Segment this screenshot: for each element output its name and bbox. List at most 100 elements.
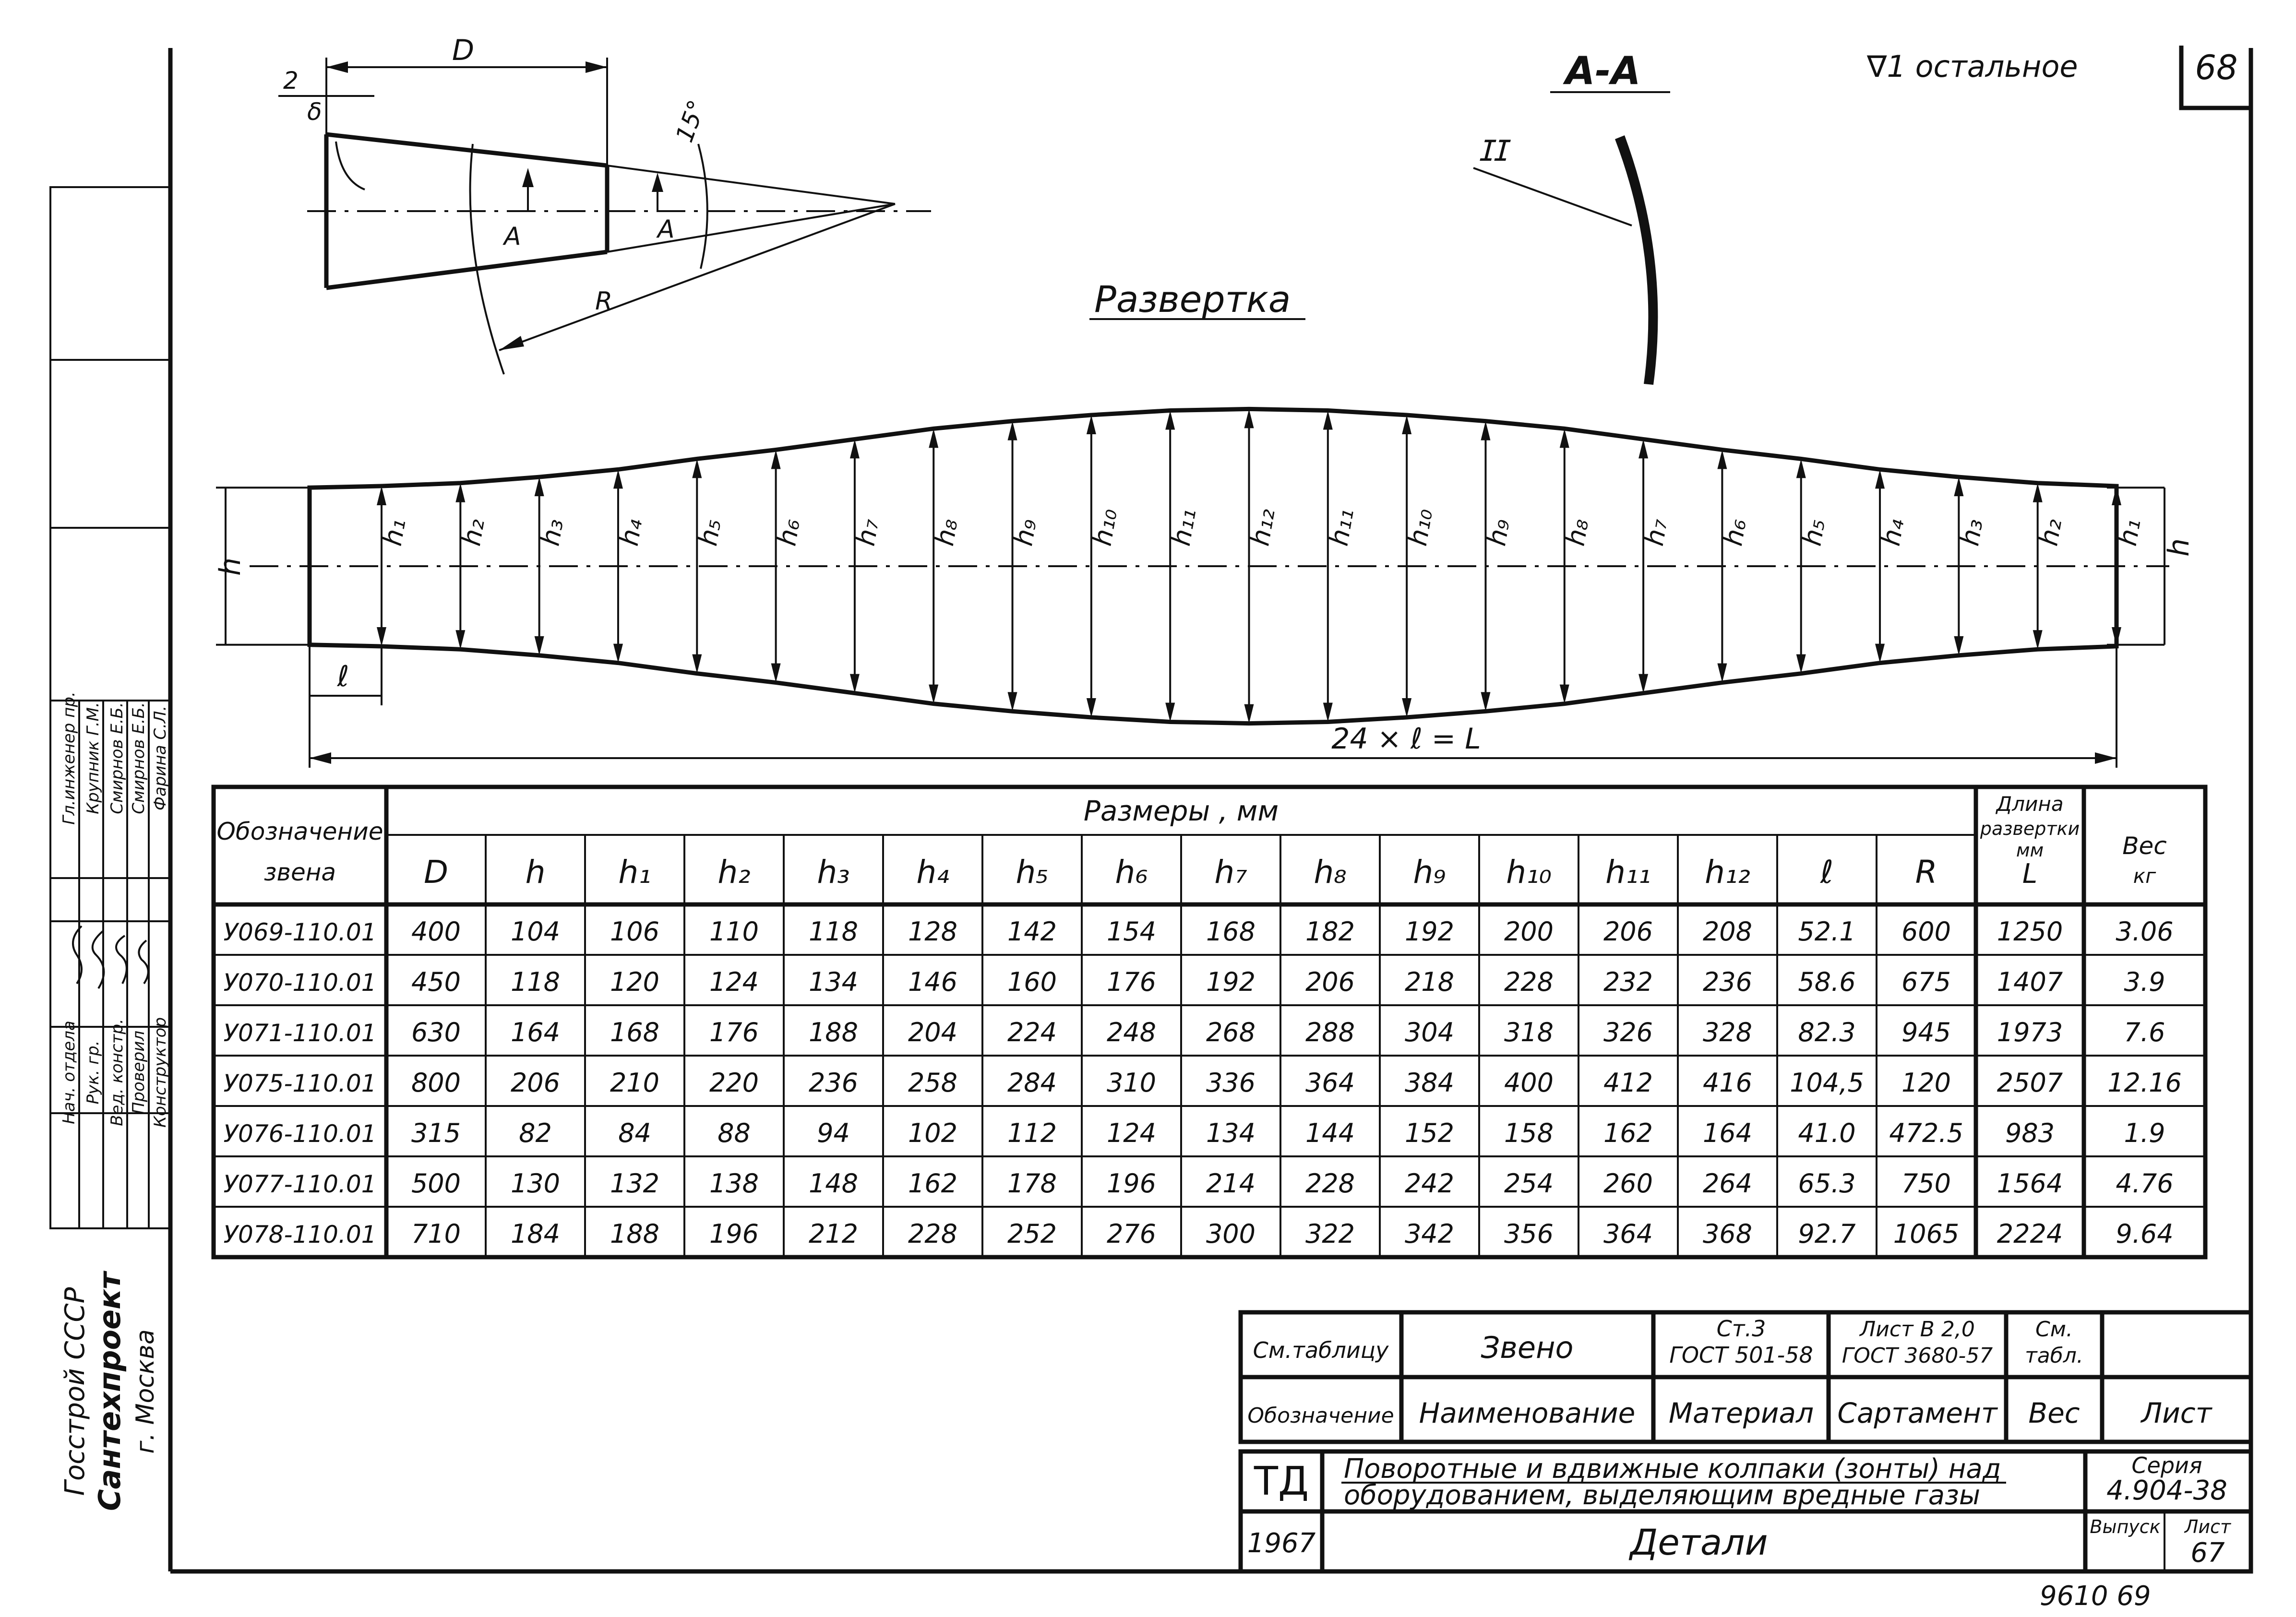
spec-h-material: Материал xyxy=(1669,1397,1814,1429)
table-cell: 368 xyxy=(1703,1219,1752,1249)
h-label: h₁₁ xyxy=(1166,506,1202,548)
table-cell: 130 xyxy=(511,1168,560,1199)
table-cell: 600 xyxy=(1901,916,1951,947)
h-arrow-top xyxy=(534,477,544,497)
table-cell: 412 xyxy=(1603,1068,1653,1098)
table-cell: 176 xyxy=(709,1017,759,1047)
table-cell: 284 xyxy=(1007,1068,1057,1098)
table-cell: 162 xyxy=(1603,1118,1653,1148)
header-dim-cell: h₅ xyxy=(1016,854,1048,891)
h-arrow-bottom xyxy=(849,674,860,693)
h-arrow-bottom xyxy=(1007,692,1017,712)
fillet-detail xyxy=(335,141,365,190)
table-cell: 236 xyxy=(1703,967,1752,997)
table-cell: 328 xyxy=(1703,1017,1752,1047)
table-cell: 206 xyxy=(1603,916,1653,947)
h-arrow-top xyxy=(1481,421,1491,440)
section-arrowhead-1 xyxy=(522,168,534,187)
h-arrow-bottom xyxy=(455,630,466,650)
h-arrow-top xyxy=(2112,486,2121,506)
table-cell: 4.76 xyxy=(2116,1168,2173,1199)
table-cell: 268 xyxy=(1206,1017,1256,1047)
h-arrow-bottom xyxy=(613,643,623,663)
side-stamp: Нач. отдела Рук. гр. Вед. констр. Провер… xyxy=(49,186,171,1511)
table-cell: 322 xyxy=(1305,1219,1355,1249)
table-cell: 1973 xyxy=(1997,1017,2063,1047)
table-cell: 152 xyxy=(1405,1118,1454,1148)
table-cell: 168 xyxy=(610,1017,659,1047)
table-cell: 106 xyxy=(610,916,659,947)
table-cell: 3.9 xyxy=(2124,967,2165,997)
table-cell: 1564 xyxy=(1997,1168,2063,1199)
h-label: h₁ xyxy=(377,516,412,548)
table-cell: 2507 xyxy=(1997,1068,2063,1098)
h-label: h₃ xyxy=(535,516,569,548)
h-label: h₄ xyxy=(614,516,648,548)
org-city: г. Москва xyxy=(131,1329,160,1454)
stamp-header: Гл.инженер пр. xyxy=(60,691,79,825)
h-label: h₈ xyxy=(1560,516,1595,548)
table-cell: 248 xyxy=(1107,1017,1156,1047)
h-arrow-top xyxy=(929,428,939,448)
table-cell: 214 xyxy=(1206,1168,1256,1199)
header-length-1: Длина xyxy=(1995,792,2063,816)
h-arrow-bottom xyxy=(1559,684,1569,704)
h-arrow-bottom xyxy=(1402,698,1412,717)
header-dim-cell: h₉ xyxy=(1413,854,1446,891)
table-cell: 128 xyxy=(908,916,957,947)
title-block: ТД Поворотные и вдвижные колпаки (зонты)… xyxy=(1238,1449,2253,1574)
table-cell: 154 xyxy=(1107,916,1156,947)
spec-block: См.таблицу Звено Ст.3 ГОСТ 501-58 Лист В… xyxy=(1238,1310,2253,1444)
table-cell: 1065 xyxy=(1893,1219,1959,1249)
table-cell: У071-110.01 xyxy=(224,1019,377,1047)
dim-overall-arrow-right xyxy=(2095,752,2117,764)
header-length-2: развертки xyxy=(1980,818,2080,839)
sheet-number: 68 xyxy=(2195,48,2237,87)
stamp-role-4: Проверил xyxy=(129,1031,148,1114)
series-label: Серия xyxy=(2131,1452,2202,1478)
table-cell: 336 xyxy=(1206,1068,1256,1098)
h-label: h₁₁ xyxy=(1324,506,1360,548)
h-arrow-bottom xyxy=(534,636,544,655)
table-cell: 164 xyxy=(511,1017,560,1047)
stamp-name-2: Смирнов Е.Б. xyxy=(108,702,127,814)
table-cell: 232 xyxy=(1603,967,1653,997)
table-cell: 82.3 xyxy=(1798,1017,1855,1047)
dim-D-label: D xyxy=(452,34,474,67)
table-cell: 12.16 xyxy=(2107,1068,2182,1098)
header-dim-cell: D xyxy=(424,854,448,891)
h-label: h₅ xyxy=(1796,516,1831,548)
h-arrow-bottom xyxy=(377,627,386,646)
table-cell: 210 xyxy=(610,1068,659,1098)
table-cell: 472.5 xyxy=(1889,1118,1963,1148)
table-cell: 162 xyxy=(908,1168,957,1199)
table-cell: 983 xyxy=(2005,1118,2055,1148)
table-cell: 304 xyxy=(1405,1017,1454,1047)
table-cell: У076-110.01 xyxy=(224,1120,377,1148)
h-arrow-top xyxy=(1086,415,1096,434)
h-arrow-bottom xyxy=(1165,702,1175,722)
spec-weight-2: табл. xyxy=(2025,1344,2083,1368)
table-cell: 364 xyxy=(1305,1068,1355,1098)
header-length-3: мм xyxy=(2016,840,2044,861)
h-arrow-top xyxy=(1717,450,1727,469)
table-cell: 710 xyxy=(411,1219,461,1249)
table-cell: 196 xyxy=(709,1219,759,1249)
header-weight-1: Вес xyxy=(2122,832,2167,860)
table-cell: 264 xyxy=(1703,1168,1752,1199)
footer-numbers: 9610 69 xyxy=(2040,1581,2151,1612)
h-arrow-top xyxy=(1007,421,1017,440)
radius-arrowhead xyxy=(499,336,524,350)
header-dim-cell: h₁₀ xyxy=(1506,854,1552,891)
table-cell: У075-110.01 xyxy=(224,1070,377,1097)
header-dim-cell: h₆ xyxy=(1115,854,1148,891)
table-cell: 196 xyxy=(1107,1168,1156,1199)
header-dim-cell: h₃ xyxy=(817,854,849,891)
h-label: h₃ xyxy=(1954,516,1989,548)
table-cell: 252 xyxy=(1007,1219,1057,1249)
table-cell: 124 xyxy=(1107,1118,1156,1148)
table-cell: 184 xyxy=(511,1219,560,1249)
dim-overall-arrow-left xyxy=(310,752,331,764)
spec-material-2: ГОСТ 501-58 xyxy=(1669,1342,1813,1368)
h-arrow-top xyxy=(771,450,781,469)
